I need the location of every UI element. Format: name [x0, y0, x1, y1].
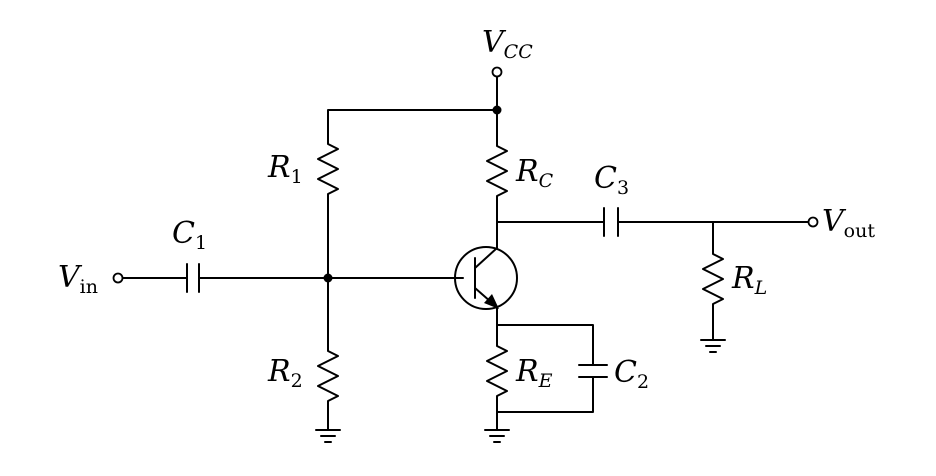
npn-bjt-icon — [454, 246, 518, 310]
capacitor-c1 — [186, 263, 200, 293]
vin-terminal — [112, 272, 124, 284]
vcc-junction — [492, 105, 502, 115]
label-c1: C1 — [172, 216, 207, 254]
label-vout: Vout — [822, 204, 875, 242]
c2-bottom-wire — [496, 376, 594, 413]
vcc-wire — [327, 76, 498, 141]
label-vin: Vin — [58, 260, 98, 298]
vout-terminal — [807, 216, 819, 228]
ground-icon-rl — [700, 339, 726, 353]
vcc-terminal — [491, 66, 503, 78]
capacitor-c3 — [603, 207, 619, 237]
label-c3: C3 — [594, 161, 629, 199]
ground-icon-r2 — [315, 429, 341, 443]
label-vcc: VCC — [482, 25, 533, 63]
resistor-rl — [702, 247, 724, 309]
label-r2: R2 — [267, 354, 303, 392]
label-rl: RL — [731, 261, 767, 299]
label-re: RE — [515, 354, 553, 392]
label-c2: C2 — [614, 355, 649, 393]
base-junction — [323, 273, 333, 283]
resistor-r2 — [317, 344, 339, 406]
collector-wire — [496, 199, 605, 249]
wires — [122, 76, 809, 431]
emitter-wire — [496, 307, 594, 366]
ground-icon-re — [484, 429, 510, 443]
resistor-re — [486, 339, 508, 401]
resistor-rc — [486, 139, 508, 201]
label-rc: RC — [515, 154, 554, 192]
capacitor-c2 — [578, 364, 608, 378]
label-r1: R1 — [267, 150, 303, 188]
resistor-r1 — [317, 137, 339, 199]
